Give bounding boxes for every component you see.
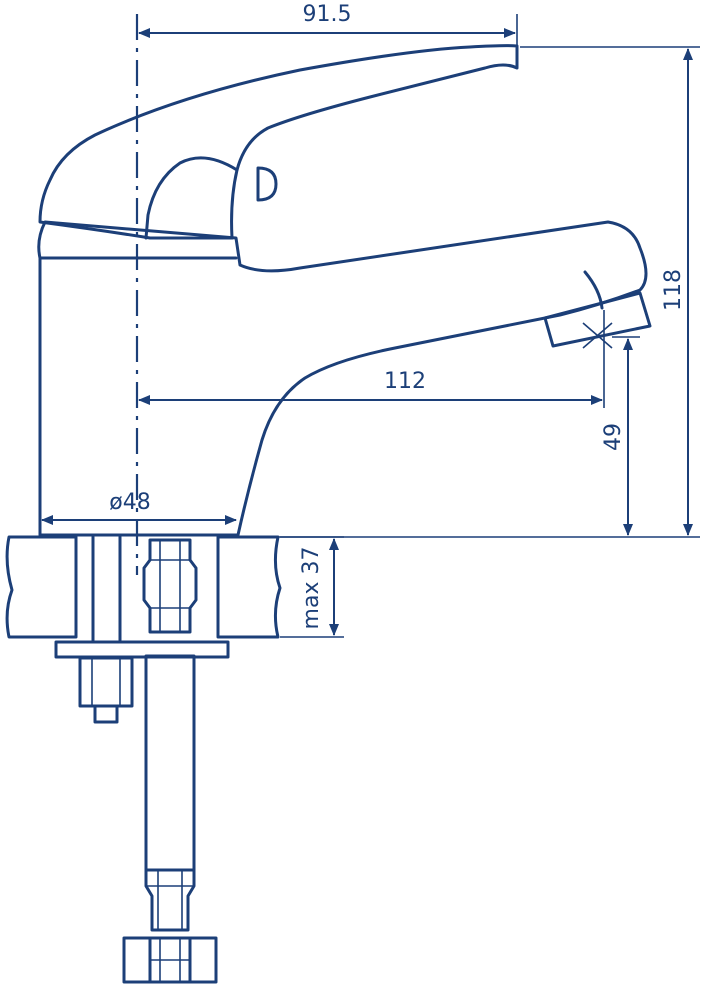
aerator (543, 291, 652, 348)
extension-lines (39, 14, 700, 638)
countertop-right-slab (216, 535, 282, 639)
hose-braid (144, 654, 196, 872)
lever-handle (38, 44, 519, 240)
dimension-outlet-height-label: 49 (601, 423, 626, 451)
lever-pivot-cap (256, 166, 278, 202)
dimension-spout-reach-label: 112 (384, 369, 426, 394)
hose-ferrule (144, 868, 196, 932)
aerator-cross (582, 322, 613, 349)
spout-tip-line (583, 270, 604, 310)
dimension-outlet-height: 49 (601, 338, 633, 536)
supply-hose (122, 538, 218, 984)
body-column (37, 220, 648, 537)
threaded-rod (91, 535, 122, 642)
dimension-width: 91.5 (138, 2, 516, 38)
dimension-counter-thickness: max 37 (299, 538, 339, 636)
mounting-hardware (54, 535, 230, 724)
rod-tip (93, 704, 119, 724)
dimension-base-diameter-label: ø48 (109, 490, 150, 515)
countertop-left-slab (5, 535, 78, 639)
nut-detail (91, 658, 121, 706)
dimension-spout-reach: 112 (138, 369, 603, 405)
lever-inner-contour (144, 156, 239, 240)
dimension-total-height: 118 (661, 48, 693, 536)
mounting-plate (54, 640, 230, 659)
dimension-width-label: 91.5 (303, 2, 352, 27)
faucet-body (37, 44, 652, 537)
dimension-total-height-label: 118 (661, 269, 686, 311)
mounting-nut (78, 656, 134, 708)
dimension-base-diameter: ø48 (41, 490, 237, 525)
hose-connector-top (142, 538, 198, 634)
dimension-counter-thickness-label: max 37 (299, 547, 324, 630)
countertop (5, 535, 282, 639)
